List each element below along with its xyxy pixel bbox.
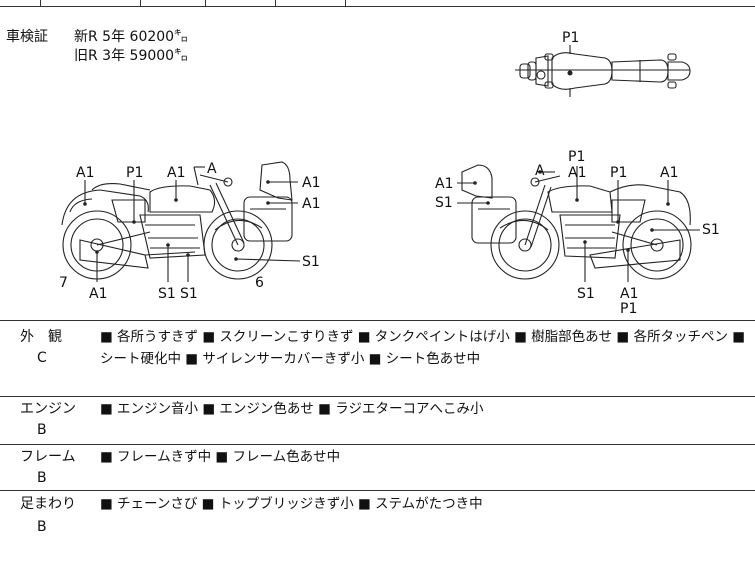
label-right-a1-fairing: A1 <box>435 176 454 192</box>
left-leader-lines <box>84 166 301 282</box>
right-side-motorcycle <box>461 164 692 280</box>
label-left-a1-tank: A1 <box>167 165 186 181</box>
label-right-s1-engine: S1 <box>577 286 595 302</box>
section-divider <box>0 320 755 321</box>
label-left-7: 7 <box>59 275 68 291</box>
inspection-old: 旧R 3年 59000㌔ <box>74 48 189 64</box>
section-divider <box>0 444 755 445</box>
stub-divider <box>345 0 346 6</box>
label-right-a1-tail: A1 <box>660 165 679 181</box>
label-right-a1-exhaust: A1 <box>620 286 639 302</box>
label-right-p1-top: P1 <box>568 149 586 165</box>
engine-notes: ■ エンジン音小 ■ エンジン色あせ ■ ラジエターコアへこみ小 <box>100 401 484 417</box>
frame-notes: ■ フレームきず中 ■ フレーム色あせ中 <box>100 449 341 465</box>
label-left-s1-pipe: S1 <box>180 286 198 302</box>
stub-divider <box>40 0 41 6</box>
suspension-notes: ■ チェーンさび ■ トップブリッジきず小 ■ ステムがたつき中 <box>100 496 483 512</box>
stub-divider <box>140 0 141 6</box>
frame-title: フレーム <box>20 449 76 465</box>
exterior-notes-line1: ■ 各所うすきず ■ スクリーンこすりきず ■ タンクペイントはげ小 ■ 樹脂部… <box>100 329 745 345</box>
label-right-s1-bag: S1 <box>435 195 453 211</box>
inspection-new: 新R 5年 60200㌔ <box>74 29 189 45</box>
label-right-p1: P1 <box>610 165 628 181</box>
stub-divider <box>275 0 276 6</box>
engine-grade: B <box>37 422 47 438</box>
exterior-title: 外 観 <box>20 329 62 345</box>
inspection-label: 車検証 <box>6 29 48 45</box>
damage-diagram <box>61 45 700 282</box>
label-right-a1-tank: A1 <box>568 165 587 181</box>
section-divider <box>0 490 755 491</box>
label-left-a1-exhaust: A1 <box>89 286 108 302</box>
right-leader-lines <box>457 166 700 282</box>
engine-title: エンジン <box>20 401 76 417</box>
suspension-title: 足まわり <box>20 496 76 512</box>
label-top-p1: P1 <box>562 30 580 46</box>
frame-grade: B <box>37 470 47 486</box>
label-left-a: A <box>207 161 217 177</box>
exterior-notes-line2: シート硬化中 ■ サイレンサーカバーきず小 ■ シート色あせ中 <box>100 351 481 367</box>
top-border <box>0 6 755 7</box>
label-left-6: 6 <box>255 275 264 291</box>
label-left-a1-fairing: A1 <box>302 175 321 191</box>
label-left-p1: P1 <box>126 165 144 181</box>
top-view-motorcycle <box>515 45 691 97</box>
suspension-grade: B <box>37 519 47 535</box>
label-left-a1-rear: A1 <box>76 165 95 181</box>
stub-divider <box>205 0 206 6</box>
label-left-a1-bag: A1 <box>302 196 321 212</box>
section-divider <box>0 396 755 397</box>
label-right-p1-exhaust: P1 <box>620 301 638 317</box>
label-left-s1-wheel: S1 <box>302 254 320 270</box>
label-right-a: A <box>535 163 545 179</box>
exterior-grade: C <box>37 350 47 366</box>
label-left-s1-engine: S1 <box>158 286 176 302</box>
label-right-s1-wheel: S1 <box>702 222 720 238</box>
